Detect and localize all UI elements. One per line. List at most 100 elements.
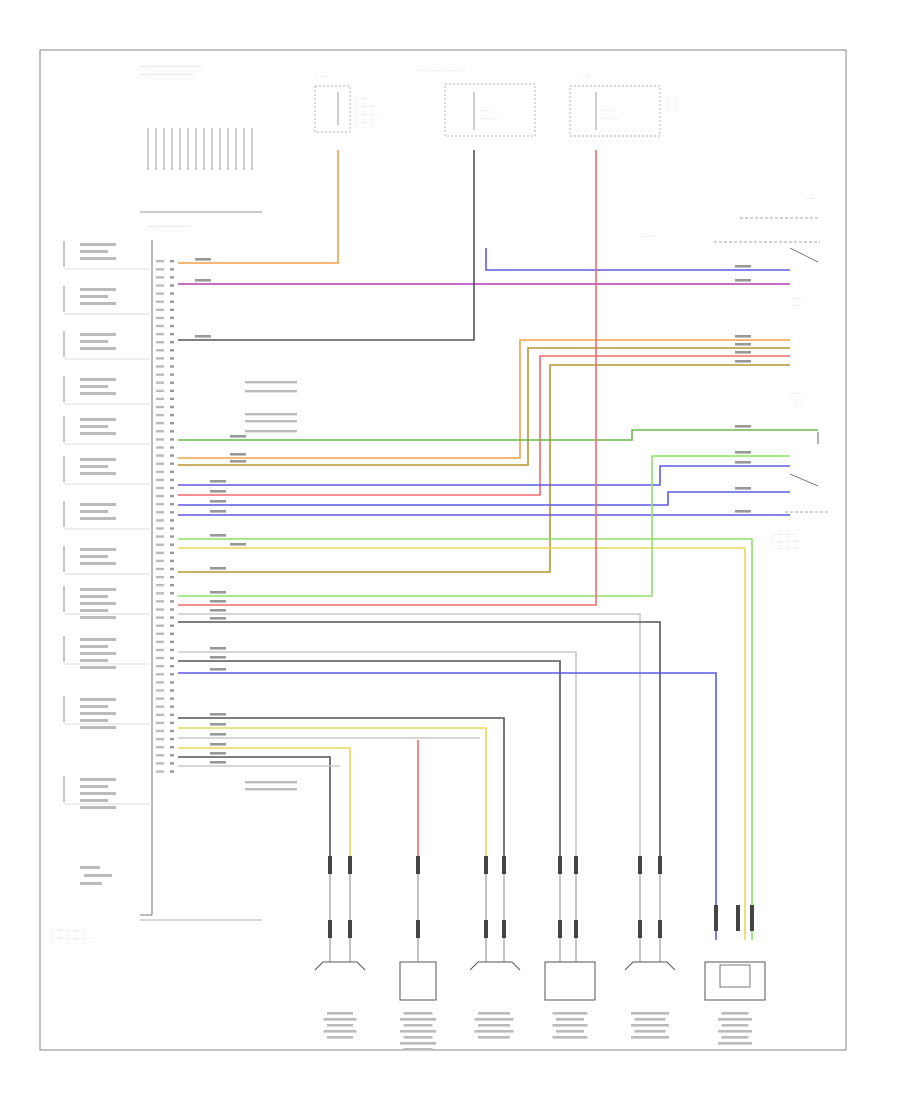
wire-color-code [735,265,751,268]
pin-number [156,381,164,384]
svg-text:· · · · ·: · · · · · [315,75,325,79]
pin-number [156,430,164,433]
svg-text:· · · · · · · · · · · · · · ·: · · · · · · · · · · · · · · · · · · · · … [140,72,195,77]
pin-marker [170,770,174,773]
pin-marker [170,454,174,457]
wire-color-code [230,460,246,463]
pin-number [156,446,164,449]
left-module-3 [63,331,150,360]
pin-number [156,405,164,409]
connector-2 [348,856,352,962]
pin-number [156,713,164,716]
pin-number [156,341,164,344]
wire-group [178,150,818,940]
pin-marker [170,705,174,708]
pin-number [156,673,164,676]
wire-annotation [245,420,297,423]
pin-marker [170,746,174,749]
component-left-rear-speaker [544,961,596,1001]
pin-marker [170,405,174,409]
svg-text:· · · · · ·: · · · · · · [792,297,805,301]
svg-text:· · · · · · · · · ·: · · · · · · · · · · [355,113,377,117]
pin-marker [170,446,174,449]
module-text-line [80,659,108,662]
pin-number [156,470,164,473]
pin-marker [170,681,174,684]
wire-color-code [210,510,226,513]
pin-marker [170,697,174,700]
svg-text:· · · · ·: · · · · · [580,75,590,79]
pin-number [156,697,164,700]
module-text-line [80,555,108,558]
left-module-8 [63,546,150,575]
pin-marker [170,357,174,360]
pin-marker [170,616,174,619]
pin-marker [170,737,174,741]
wire-red-r3 [178,355,790,496]
left-module-2 [63,286,150,315]
wire-color-code [210,480,226,483]
wire-color-code [230,543,246,546]
wire-annotation [245,381,297,384]
wire-color-code [210,600,226,603]
pin-number [156,454,164,457]
bottom-label-6 [718,1012,752,1045]
wire-orange-r1 [178,339,790,459]
pin-marker [170,503,174,506]
pin-marker [170,551,174,554]
fuse-block-right: · · · · · · · · · · · · · · · · · · · · … [569,75,676,137]
pin-marker [170,349,174,352]
wire-color-code [210,591,226,594]
pin-marker [170,300,174,303]
module-text-line [80,295,108,298]
right-switch-lower: · · · · · · · · · · · · · · · · · · · · … [772,392,830,551]
wire-color-code [210,752,226,755]
component-left-front-speaker [314,961,366,971]
wire-yellow-1 [178,727,487,858]
wire-color-code [210,743,226,746]
wire-color-code [735,425,751,428]
pin-marker [170,511,174,514]
module-text-line [80,432,116,435]
wire-color-code [735,360,751,363]
module-text-line [80,378,116,381]
wire-annotation [245,788,297,791]
wire-darkgray-4 [178,756,331,858]
pin-number [156,389,164,392]
pin-number [156,284,164,287]
pin-marker [170,470,174,473]
pin-number [156,648,164,652]
svg-text:· · · · · · · · · · · · · · ·: · · · · · · · · · · · · · · · · · · · · … [140,64,203,69]
wire-color-code [210,733,226,736]
svg-text:· · · · · · · · · · · ·: · · · · · · · · · · · · [772,547,798,551]
fuse-block-middle: · · · · · · · · · · · · · · · · · · · · … [418,69,536,137]
pin-marker [170,632,174,635]
pin-marker [170,438,174,441]
module-text-line [80,347,116,350]
svg-text:· · · ·: · · · · [668,97,676,101]
wire-yellow-2 [178,747,351,858]
pin-number [156,584,164,587]
wire-color-code [195,335,211,338]
pin-marker [170,575,174,579]
pin-number [156,746,164,749]
wire-lightgreen [178,538,753,940]
pin-number [156,316,164,320]
wire-color-code [735,279,751,282]
sensor-connector-3 [750,905,754,931]
pin-marker [170,276,174,279]
pin-marker [170,673,174,676]
module-text-line [80,288,116,291]
pin-marker [170,567,174,571]
module-text-line [80,503,116,506]
pin-number [156,365,164,368]
pin-number [156,519,164,522]
pin-number [156,260,164,263]
pin-marker [170,584,174,587]
svg-text:· · · · · · · · · · · · ·: · · · · · · · · · · · · · [772,540,801,544]
svg-text:· · · · · · · · · · · · · · ·: · · · · · · · · · · · · · · · · [148,224,189,229]
wire-color-code [210,713,226,716]
wire-darkgray-3 [178,717,505,858]
pin-number [156,527,164,530]
module-text-line [80,392,116,395]
